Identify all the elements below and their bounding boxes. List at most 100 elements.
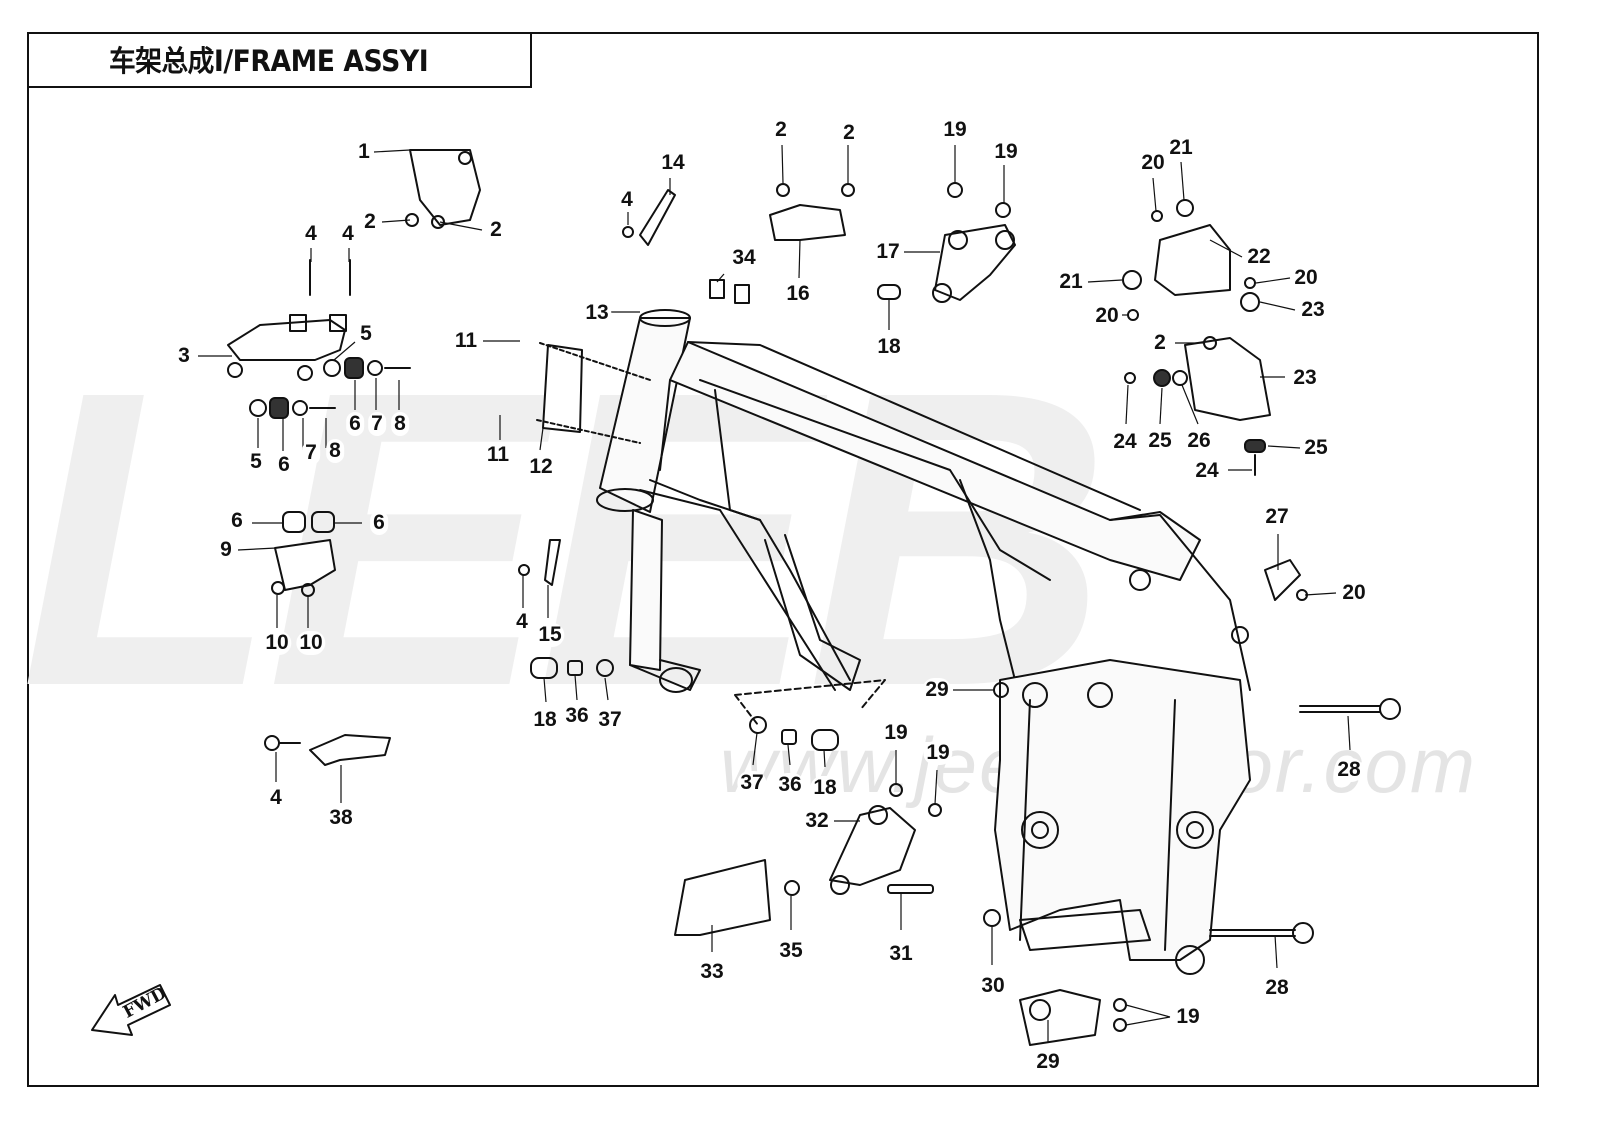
callout-number: 26	[1184, 429, 1214, 453]
callout-number: 18	[810, 776, 840, 800]
callout-number: 36	[775, 773, 805, 797]
callout-number: 6	[370, 511, 388, 535]
grommets-5-6-7-8	[249, 357, 411, 419]
bolts-4	[309, 259, 351, 296]
callout-number: 19	[881, 721, 911, 745]
callout-number: 9	[217, 538, 235, 562]
callout-number: 11	[483, 443, 513, 467]
bolts-34	[709, 279, 750, 304]
callout-number: 37	[737, 771, 767, 795]
part-9-bracket	[271, 511, 336, 597]
part-23-plate	[1124, 336, 1271, 476]
callout-number: 12	[526, 455, 556, 479]
callout-number: 13	[582, 301, 612, 325]
down-tube	[629, 509, 861, 693]
callout-number: 4	[267, 786, 285, 810]
part-29-plate	[1019, 989, 1127, 1046]
callout-number: 19	[1173, 1005, 1203, 1029]
callout-number: 20	[1138, 151, 1168, 175]
callout-number: 19	[923, 741, 953, 765]
callout-number: 4	[302, 222, 320, 246]
callout-number: 29	[922, 678, 952, 702]
callout-number: 10	[296, 631, 326, 655]
callout-number: 38	[326, 806, 356, 830]
callout-number: 8	[326, 439, 344, 463]
callout-number: 28	[1262, 976, 1292, 1000]
part-38-bracket	[264, 734, 391, 766]
callout-number: 5	[247, 450, 265, 474]
part-3-bracket	[227, 314, 347, 381]
callout-number: 21	[1166, 136, 1196, 160]
part-33-cover	[674, 859, 771, 936]
callout-number: 6	[275, 453, 293, 477]
callout-number: 31	[886, 942, 916, 966]
callout-number: 29	[1033, 1050, 1063, 1074]
frame-main-spar	[639, 341, 1201, 701]
part-27-bracket	[1264, 559, 1308, 601]
callout-number: 32	[802, 809, 832, 833]
part-14-bracket	[622, 189, 676, 246]
callout-number: 15	[535, 623, 565, 647]
callout-number: 36	[562, 704, 592, 728]
page-title: 车架总成Ⅰ/FRAME ASSYⅠ	[109, 44, 429, 78]
callout-number: 16	[783, 282, 813, 306]
callout-number: 7	[302, 441, 320, 465]
callout-number: 37	[595, 708, 625, 732]
callout-number: 3	[175, 344, 193, 368]
callout-number: 20	[1339, 581, 1369, 605]
callout-number: 10	[262, 631, 292, 655]
callout-number: 25	[1301, 436, 1331, 460]
callout-number: 33	[697, 960, 727, 984]
callout-number: 4	[513, 610, 531, 634]
callout-number: 19	[940, 118, 970, 142]
callout-number: 34	[729, 246, 759, 270]
title-box: 车架总成Ⅰ/FRAME ASSYⅠ	[27, 32, 532, 88]
callout-number: 20	[1092, 304, 1122, 328]
part-17-plate	[877, 182, 1016, 303]
callout-number: 2	[840, 121, 858, 145]
rear-frame	[994, 514, 1251, 975]
part-1-bracket	[405, 149, 481, 229]
callout-number: 2	[1151, 331, 1169, 355]
part-15-bracket	[518, 539, 561, 586]
callout-number: 17	[873, 240, 903, 264]
part-22-plate	[1122, 199, 1260, 321]
callout-number: 18	[530, 708, 560, 732]
part-16-bracket	[769, 183, 855, 241]
part-12-cover	[536, 342, 651, 444]
diagram-border	[27, 32, 1539, 1087]
callout-number: 6	[346, 412, 364, 436]
long-bolt-upper	[1299, 705, 1381, 713]
callout-number: 6	[228, 509, 246, 533]
callout-number: 35	[776, 939, 806, 963]
callout-number: 14	[658, 151, 688, 175]
callout-number: 18	[874, 335, 904, 359]
callout-number: 28	[1334, 758, 1364, 782]
callout-number: 4	[339, 222, 357, 246]
part-32-bracket	[784, 783, 942, 896]
callout-number: 2	[361, 210, 379, 234]
callout-number: 22	[1244, 245, 1274, 269]
callout-number: 4	[618, 188, 636, 212]
callout-number: 24	[1192, 459, 1222, 483]
callout-number: 25	[1145, 429, 1175, 453]
callout-number: 2	[487, 218, 505, 242]
callout-number: 11	[451, 329, 481, 353]
callout-number: 23	[1290, 366, 1320, 390]
callout-number: 30	[978, 974, 1008, 998]
head-tube	[596, 309, 691, 513]
callout-number: 2	[772, 118, 790, 142]
callout-number: 7	[368, 412, 386, 436]
callout-number: 5	[357, 322, 375, 346]
callout-number: 24	[1110, 430, 1140, 454]
callout-number: 21	[1056, 270, 1086, 294]
callout-number: 1	[355, 140, 373, 164]
callout-number: 20	[1291, 266, 1321, 290]
callout-number: 23	[1298, 298, 1328, 322]
fwd-arrow	[91, 984, 171, 1036]
callout-number: 27	[1262, 505, 1292, 529]
callout-number: 19	[991, 140, 1021, 164]
long-bolt-lower	[1209, 929, 1296, 937]
callout-number: 8	[391, 412, 409, 436]
